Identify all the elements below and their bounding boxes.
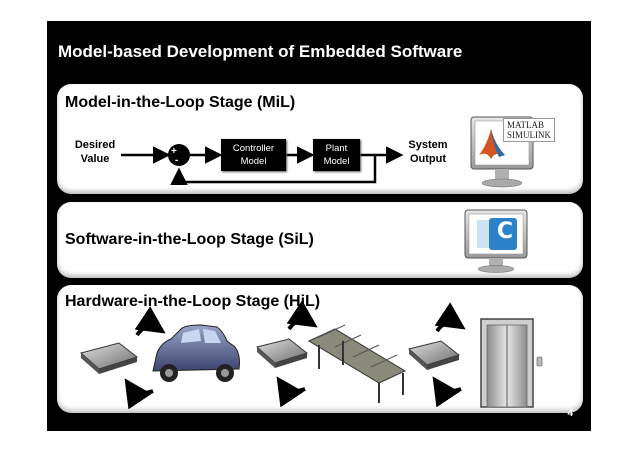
system-output-label: System Output (408, 139, 448, 165)
slide-title: Model-based Development of Embedded Soft… (58, 42, 463, 61)
loop-arrows (121, 146, 404, 185)
summing-junction: + - (168, 144, 190, 166)
ecu-icon (255, 338, 309, 368)
sil-title: Software-in-the-Loop Stage (SiL) (65, 231, 314, 248)
matlab-logo: MATLAB SIMULINK (503, 118, 555, 142)
feedback-arrow (170, 155, 377, 185)
mil-title: Model-in-the-Loop Stage (MiL) (65, 94, 296, 111)
car-icon (152, 324, 240, 382)
loop-arrow-up (134, 306, 166, 337)
ecu-icon (407, 340, 461, 370)
hil-title: Hardware-in-the-Loop Stage (HiL) (65, 293, 321, 310)
page-number: 4 (567, 408, 573, 419)
c-language-monitor-icon (464, 209, 528, 273)
conveyor-belt-icon (307, 324, 407, 403)
hil-setups (79, 300, 543, 410)
matlab-simulink-monitor-icon (470, 116, 534, 188)
loop-arrow-down (124, 378, 154, 410)
mil-panel: Model-in-the-Loop Stage (MiL) Desired Va… (57, 84, 583, 194)
desired-value-label: Desired Value (74, 139, 116, 165)
slide: Model-based Development of Embedded Soft… (47, 21, 591, 431)
loop-arrow-down (432, 376, 462, 408)
controller-model-block: Controller Model (221, 139, 286, 171)
sil-panel: Software-in-the-Loop Stage (SiL) C (57, 202, 583, 278)
c-logo: C (496, 219, 514, 244)
elevator-icon (480, 318, 543, 408)
hil-panel: Hardware-in-the-Loop Stage (HiL) (57, 285, 583, 413)
plant-model-block: Plant Model (313, 139, 360, 171)
loop-arrow-down (276, 376, 306, 408)
ecu-icon (79, 342, 139, 374)
loop-arrow-up (286, 300, 318, 331)
loop-arrow-up (434, 302, 466, 333)
